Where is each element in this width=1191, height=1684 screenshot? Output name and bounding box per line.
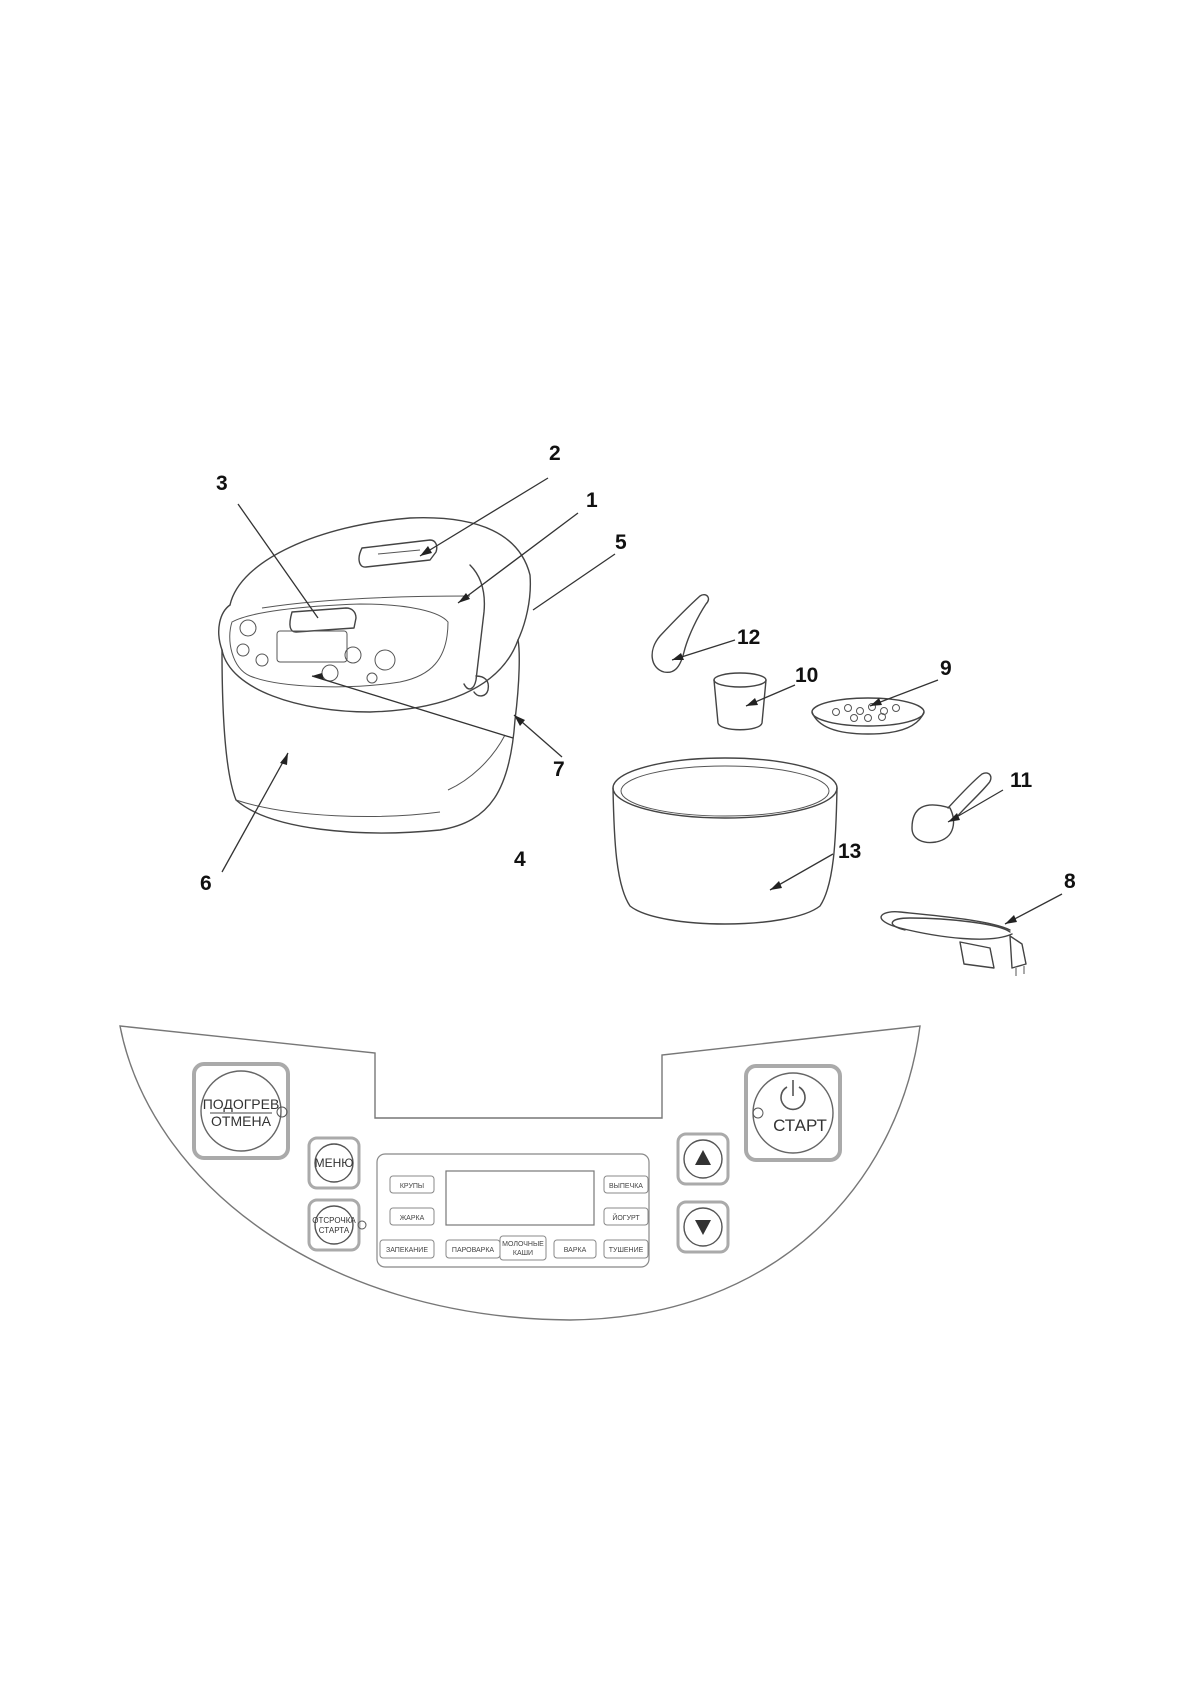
program-label-zharka: ЖАРКА	[400, 1215, 425, 1222]
start-button[interactable]: СТАРТ	[744, 1064, 842, 1162]
cancel-label: ОТМЕНА	[211, 1113, 272, 1129]
program-label-vypechka: ВЫПЕЧКА	[609, 1183, 643, 1190]
program-label-tushenie: ТУШЕНИЕ	[609, 1247, 644, 1254]
delay-label-2: СТАРТА	[319, 1226, 350, 1235]
measuring-cup-illustration	[713, 672, 767, 731]
program-label-parovarka: ПАРОВАРКА	[452, 1247, 495, 1254]
warm-indicator	[276, 1106, 288, 1118]
start-indicator	[752, 1107, 764, 1119]
program-key-parovarka[interactable]: ПАРОВАРКА	[445, 1239, 501, 1259]
multicooker-illustration	[218, 517, 532, 834]
triangle-down-icon	[695, 1220, 711, 1235]
program-key-vypechka[interactable]: ВЫПЕЧКА	[603, 1175, 649, 1194]
program-key-varka[interactable]: ВАРКА	[553, 1239, 597, 1259]
up-button[interactable]	[676, 1132, 730, 1186]
callout-1: 1	[586, 489, 598, 512]
program-label-varka: ВАРКА	[564, 1247, 587, 1254]
control-panel: ПОДОГРЕВ ОТМЕНА СТАРТ МЕНЮ ОТСРОЧ	[119, 1025, 921, 1321]
triangle-up-icon	[695, 1150, 711, 1165]
menu-button[interactable]: МЕНЮ	[307, 1136, 361, 1190]
callout-5: 5	[615, 531, 627, 554]
callout-8: 8	[1064, 870, 1076, 893]
inner-pot-illustration	[612, 757, 838, 925]
callout-10: 10	[795, 664, 818, 687]
callout-labels: 1 2 3 4 5 6 7 8 9 10 11 12 13	[200, 442, 1076, 895]
warm-label: ПОДОГРЕВ	[203, 1096, 280, 1112]
program-key-yogurt[interactable]: ЙОГУРТ	[603, 1207, 649, 1226]
warm-cancel-button[interactable]: ПОДОГРЕВ ОТМЕНА	[192, 1062, 290, 1160]
power-icon	[780, 1080, 806, 1111]
program-label-krupy: КРУПЫ	[400, 1183, 424, 1190]
lcd-display	[445, 1170, 595, 1226]
start-label: СТАРТ	[773, 1116, 827, 1135]
program-key-krupy[interactable]: КРУПЫ	[389, 1175, 435, 1194]
delay-indicator	[357, 1220, 367, 1230]
leader-lines	[221, 477, 1063, 925]
callout-2: 2	[549, 442, 561, 465]
callout-4: 4	[514, 848, 526, 871]
callout-7: 7	[553, 758, 565, 781]
callout-11: 11	[1010, 769, 1033, 792]
rice-paddle-illustration	[651, 594, 710, 674]
program-key-tushenie[interactable]: ТУШЕНИЕ	[603, 1239, 649, 1259]
power-cord-illustration	[880, 911, 1027, 976]
program-label-molochnye-1: МОЛОЧНЫЕ	[502, 1241, 544, 1248]
callout-13: 13	[838, 840, 861, 863]
program-key-molochnye-kashi[interactable]: МОЛОЧНЫЕ КАШИ	[499, 1235, 547, 1261]
menu-label: МЕНЮ	[315, 1156, 354, 1170]
program-key-zharka[interactable]: ЖАРКА	[389, 1207, 435, 1226]
delay-start-button[interactable]: ОТСРОЧКА СТАРТА	[307, 1198, 367, 1252]
down-button[interactable]	[676, 1200, 730, 1254]
program-label-molochnye-2: КАШИ	[513, 1250, 533, 1257]
callout-9: 9	[940, 657, 952, 680]
callout-6: 6	[200, 872, 212, 895]
program-label-yogurt: ЙОГУРТ	[612, 1213, 640, 1222]
steamer-tray-illustration	[811, 697, 925, 735]
program-label-zapekanie: ЗАПЕКАНИЕ	[386, 1247, 428, 1254]
delay-label-1: ОТСРОЧКА	[312, 1216, 356, 1225]
program-key-zapekanie[interactable]: ЗАПЕКАНИЕ	[379, 1239, 435, 1259]
ladle-illustration	[911, 772, 992, 844]
callout-12: 12	[737, 626, 760, 649]
callout-3: 3	[216, 472, 228, 495]
